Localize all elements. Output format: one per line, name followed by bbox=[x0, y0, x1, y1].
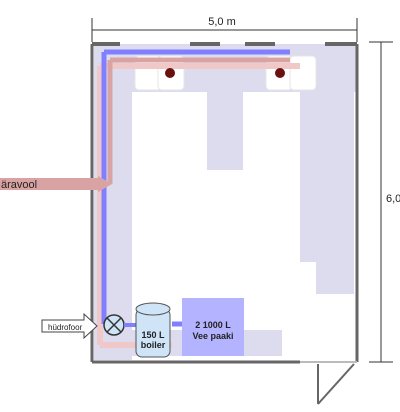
drain-label: äravool bbox=[1, 179, 37, 191]
width-dimension bbox=[91, 18, 358, 42]
hydrophore-pump bbox=[103, 314, 125, 336]
counter-right bbox=[316, 44, 354, 294]
height-dimension-label: 6,0 bbox=[386, 193, 400, 205]
radiator-valve-left bbox=[165, 68, 175, 78]
center-island bbox=[207, 92, 243, 170]
top-wall-segments bbox=[92, 42, 357, 46]
hydrophore-label: hüdrofoor bbox=[48, 323, 83, 332]
drain-arrow bbox=[0, 176, 112, 192]
boiler-volume-label: 150 L bbox=[141, 330, 165, 340]
drain-pipe bbox=[107, 57, 290, 184]
tank-name-label: Vee paaki bbox=[192, 331, 233, 341]
height-dimension bbox=[369, 41, 393, 363]
radiator-valve-right bbox=[275, 68, 285, 78]
door bbox=[300, 361, 357, 405]
boiler bbox=[135, 302, 171, 358]
side-island bbox=[300, 92, 320, 262]
boiler-name-label: boiler bbox=[141, 340, 166, 350]
water-tank bbox=[182, 298, 244, 356]
walls bbox=[90, 44, 359, 364]
tank-volume-label: 2 1000 L bbox=[195, 320, 231, 330]
width-dimension-label: 5,0 m bbox=[208, 16, 236, 28]
hydrophore-callout bbox=[41, 312, 98, 340]
